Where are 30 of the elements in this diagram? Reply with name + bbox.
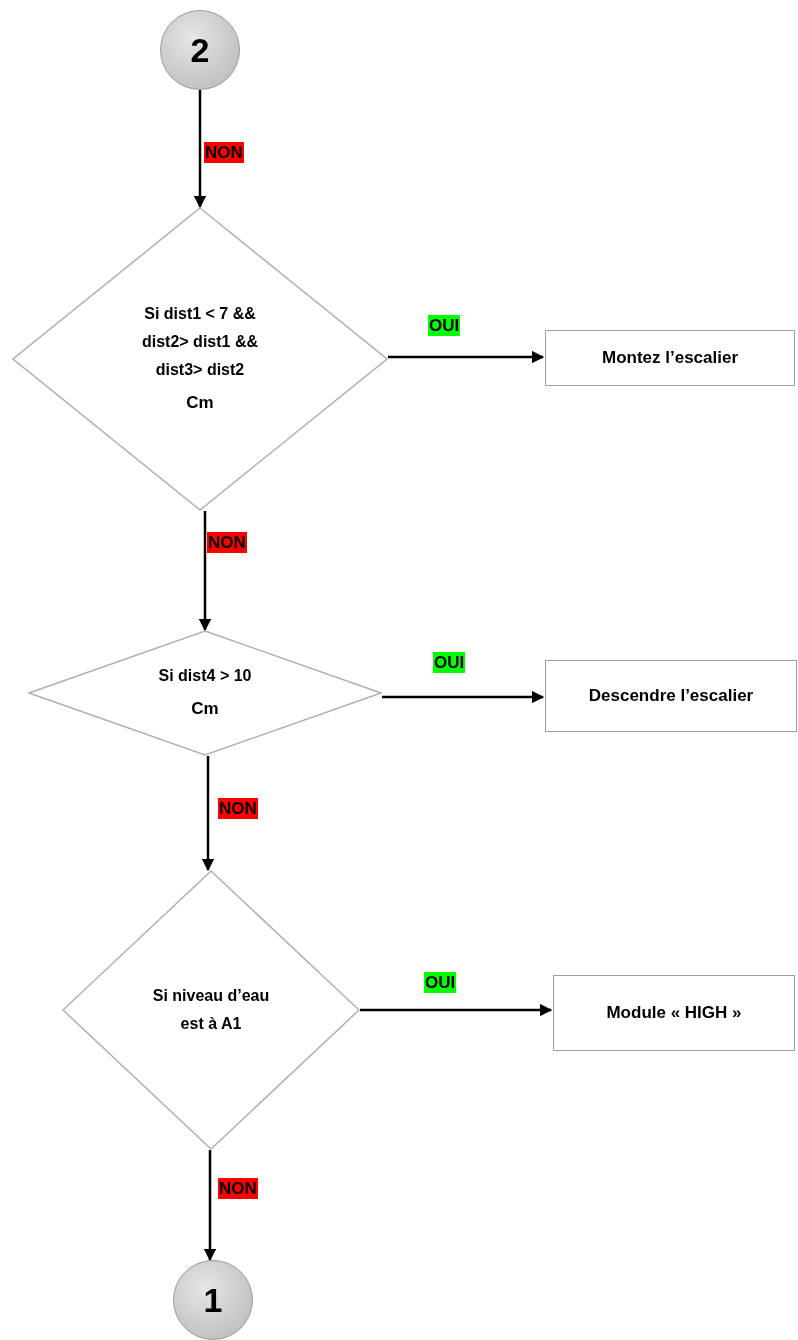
arrow [193,90,207,209]
action-text: Module « HIGH » [606,1002,742,1025]
action-text: Descendre l’escalier [588,685,754,708]
condition-text: Si dist1 < 7 && dist2> dist1 && dist3> dist2 [141,304,259,381]
action-text: Montez l’escalier [601,347,739,370]
edge-label: OUI [424,972,457,994]
decision-diamond [62,870,360,1150]
arrow [382,690,545,704]
edge-label: NON [207,532,247,554]
edge-label: NON [218,798,258,820]
condition-text: Si dist4 > 10 [157,666,253,687]
unit-text: Cm [191,698,219,721]
edge-label: NON [218,1178,258,1200]
connector-number: 2 [190,29,210,71]
unit-text: Cm [186,392,214,415]
action-box [545,330,795,386]
connector-number: 1 [203,1279,223,1321]
edge-label: NON [204,142,244,164]
edge-label: OUI [428,315,461,337]
arrow [201,756,215,872]
decision-diamond [12,207,388,511]
arrow [360,1003,553,1017]
condition-text: Si niveau d’eau est à A1 [151,986,271,1034]
action-box [545,660,797,732]
edge-label: OUI [433,652,466,674]
arrow [198,511,212,632]
action-box [553,975,795,1051]
arrow [388,350,545,364]
arrow [203,1150,217,1262]
decision-diamond [28,630,382,756]
